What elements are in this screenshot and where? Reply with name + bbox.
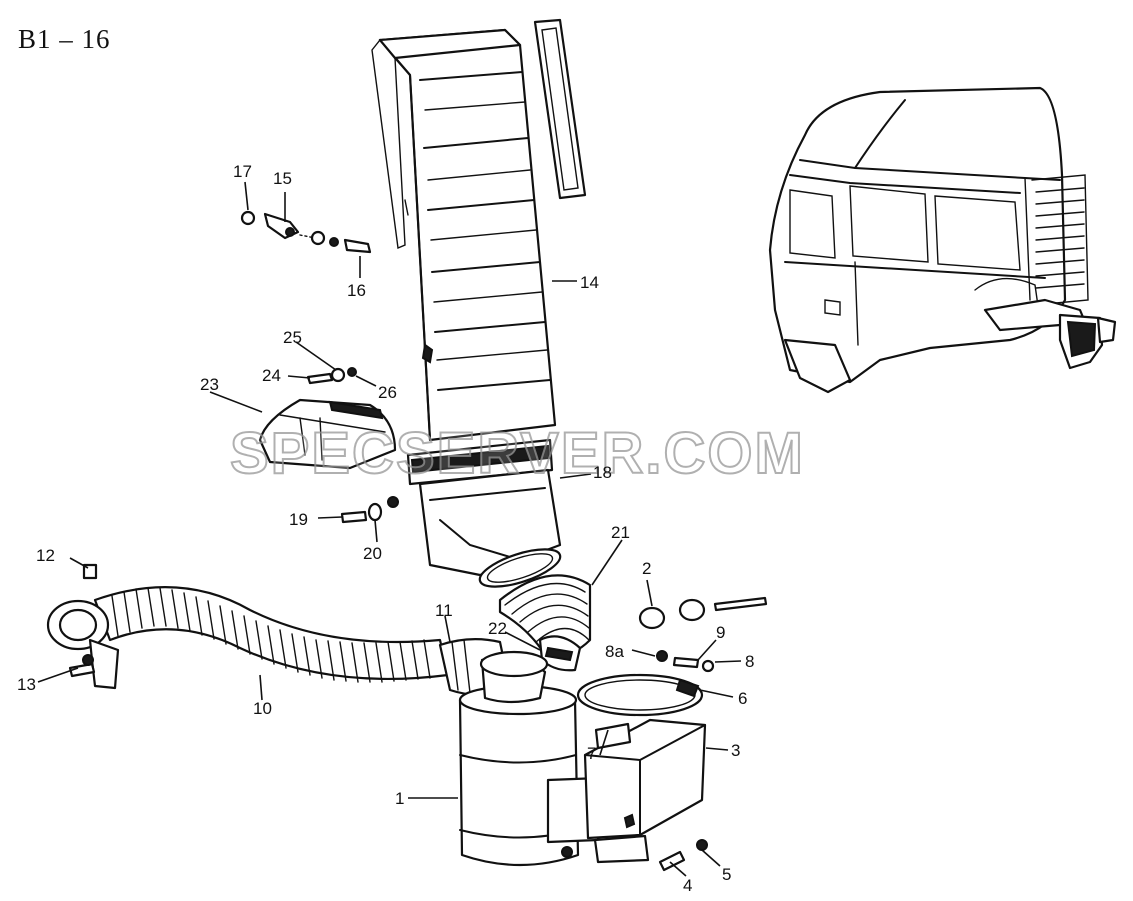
hose-end-bracket: [46, 563, 120, 690]
truck-cab-icon: [768, 86, 1117, 394]
callout-4: 4: [683, 876, 693, 895]
callout-18: 18: [593, 463, 612, 482]
callout-25: 25: [283, 328, 302, 347]
callout-14: 14: [580, 273, 599, 292]
callout-23: 23: [200, 375, 219, 394]
callout-16: 16: [347, 281, 366, 300]
callout-2: 2: [642, 559, 652, 578]
elbow-clamp: [538, 635, 582, 672]
callout-22: 22: [488, 619, 507, 638]
callout-26: 26: [378, 383, 397, 402]
callout-17: 17: [233, 162, 252, 181]
callout-21: 21: [611, 523, 630, 542]
cover-plate: [258, 398, 397, 470]
callout-24: 24: [262, 366, 281, 385]
callout-15: 15: [273, 169, 292, 188]
callout-1: 1: [395, 789, 405, 808]
mounting-bracket: [583, 718, 707, 864]
callout-19: 19: [289, 510, 308, 529]
callout-7: 7: [587, 744, 597, 763]
strap-band: [576, 673, 704, 717]
fastener-set-upper: [240, 210, 372, 254]
callout-9: 9: [716, 623, 726, 642]
callout-11: 11: [435, 601, 453, 620]
callout-8a: 8a: [605, 642, 624, 661]
cab-grille: [1031, 174, 1089, 306]
callout-5: 5: [722, 865, 732, 884]
callout-3: 3: [731, 741, 741, 760]
fastener-set-right: [656, 650, 715, 673]
callout-20: 20: [363, 544, 382, 563]
callout-6: 6: [738, 689, 748, 708]
leader-lines: [37, 181, 742, 877]
callout-12: 12: [36, 546, 55, 565]
rubber-mount: [638, 596, 768, 630]
hose-ribs: [111, 587, 431, 683]
fastener-set-bottom: [658, 839, 708, 872]
watermark: SPECSERVER.COM: [229, 420, 805, 487]
fastener-set-lower: [340, 496, 399, 524]
sheet-id: B1 – 16: [18, 24, 111, 54]
air-intake-duct-icon: [371, 28, 557, 442]
callout-13: 13: [17, 675, 36, 694]
fastener-set-middle: [306, 367, 357, 385]
callout-8: 8: [745, 652, 755, 671]
callout-10: 10: [253, 699, 272, 718]
lower-duct-adaptor: [406, 438, 562, 588]
gasket-strip: [533, 18, 587, 200]
